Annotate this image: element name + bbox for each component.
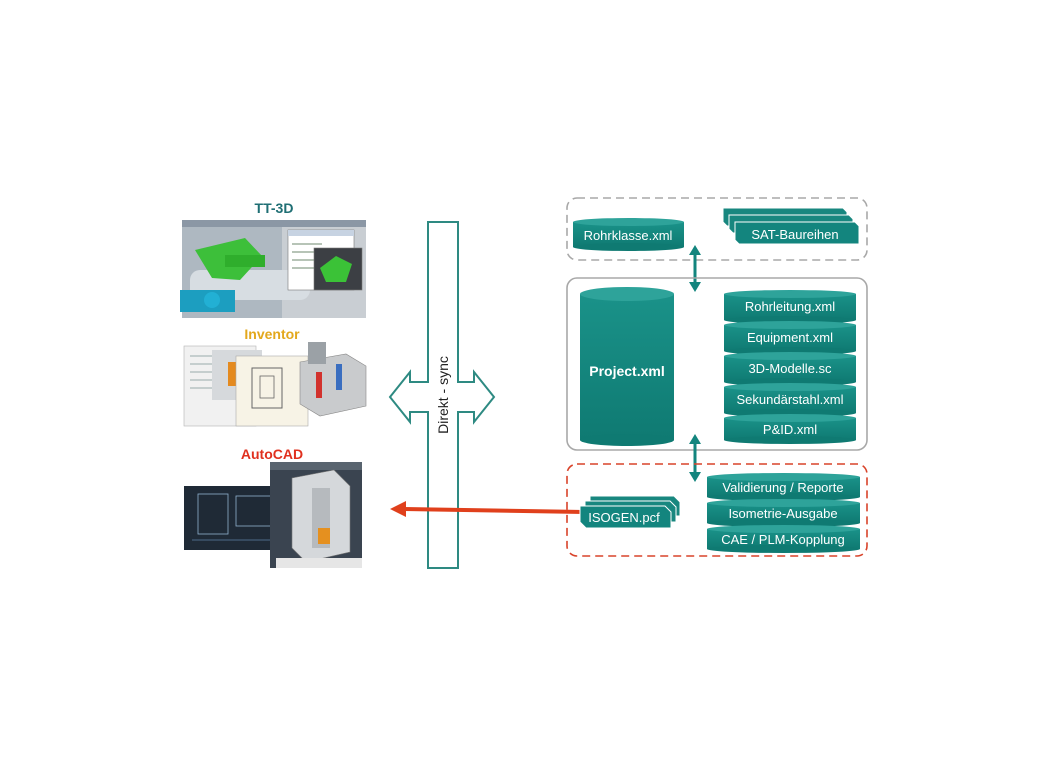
file-label-pid: P&ID.xml	[763, 422, 817, 437]
app-title-inventor: Inventor	[244, 326, 300, 342]
file-cylinder-equipment	[724, 321, 856, 355]
top-middle-arrow	[689, 245, 701, 292]
output-cylinder-cae-plm	[707, 525, 860, 553]
file-cylinder-3d-modelle	[724, 352, 856, 386]
app-title-tt3d: TT-3D	[255, 200, 294, 216]
output-cylinder-isometrie	[707, 499, 860, 527]
file-label-sekundaerstahl: Sekundärstahl.xml	[737, 392, 844, 407]
file-cylinder-pid	[724, 414, 856, 444]
app-title-autocad: AutoCAD	[241, 446, 303, 462]
bottom-group-box	[566, 463, 868, 557]
autocad-screenshot	[184, 462, 362, 568]
output-cylinder-validierung	[707, 473, 860, 501]
output-label-cae-plm: CAE / PLM-Kopplung	[721, 532, 845, 547]
isogen-stack	[579, 495, 681, 529]
rohrklasse-label: Rohrklasse.xml	[584, 228, 673, 243]
output-label-isometrie: Isometrie-Ausgabe	[728, 506, 837, 521]
direkt-sync-bar	[388, 221, 496, 569]
file-label-rohrleitung: Rohrleitung.xml	[745, 299, 835, 314]
project-cylinder	[580, 287, 674, 446]
middle-bottom-arrow	[689, 434, 701, 482]
tt3d-screenshot	[180, 220, 366, 318]
file-label-equipment: Equipment.xml	[747, 330, 833, 345]
file-cylinder-stack	[724, 290, 856, 444]
isogen-label: ISOGEN.pcf	[588, 510, 660, 525]
direkt-sync-label: Direkt - sync	[435, 356, 451, 434]
sat-baureihen-stack	[722, 207, 860, 245]
file-cylinder-rohrleitung	[724, 290, 856, 324]
project-label: Project.xml	[589, 363, 664, 379]
middle-group-box	[566, 277, 868, 451]
output-cylinder-stack	[707, 473, 860, 553]
file-label-3d-modelle: 3D-Modelle.sc	[748, 361, 832, 376]
top-group-box	[566, 197, 868, 261]
isogen-to-autocad-arrow	[390, 501, 585, 517]
inventor-screenshot	[183, 342, 367, 427]
output-label-validierung: Validierung / Reporte	[722, 480, 843, 495]
rohrklasse-cylinder	[573, 218, 684, 251]
sat-baureihen-label: SAT-Baureihen	[751, 227, 838, 242]
